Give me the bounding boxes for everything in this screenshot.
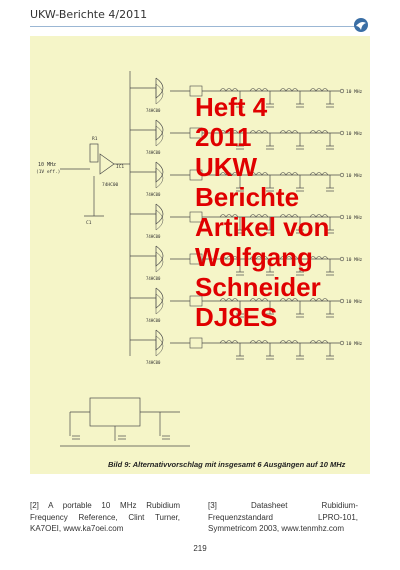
nand-gate [155, 203, 164, 225]
filter-inductor [309, 340, 329, 344]
filter-inductor [249, 340, 269, 344]
input-resistor [89, 143, 99, 163]
page-number: 219 [193, 544, 207, 553]
filter-inductor [249, 172, 269, 176]
output-label: 10 MHz [346, 257, 363, 263]
input-capacitor-label: C1 [86, 220, 92, 226]
filter-inductor [249, 130, 269, 134]
nand-gate-second [155, 293, 164, 315]
input-buffer-gate [99, 153, 115, 175]
nand-gate [155, 329, 164, 351]
filter-inductor [249, 88, 269, 92]
overlay-line: DJ8ES [195, 302, 278, 332]
filter-inductor [309, 298, 329, 302]
filter-inductor [279, 130, 299, 134]
output-terminal [339, 340, 345, 346]
nand-gate [155, 287, 164, 309]
overlay-line: Berichte [195, 182, 300, 212]
nand-gate [155, 161, 164, 183]
output-label: 10 MHz [346, 173, 363, 179]
filter-inductor [279, 298, 299, 302]
filter-inductor [219, 214, 239, 218]
overlay-line: UKW [195, 152, 258, 182]
filter-inductor [279, 214, 299, 218]
filter-inductor [219, 130, 239, 134]
output-terminal [339, 298, 345, 304]
output-terminal [339, 130, 345, 136]
header-divider [30, 26, 356, 27]
nand-gate-second [155, 125, 164, 147]
nand-gate [155, 245, 164, 267]
output-capacitor [189, 337, 203, 349]
overlay-line: Wolfgang [195, 242, 313, 272]
filter-inductor [279, 340, 299, 344]
output-terminal [339, 214, 345, 220]
gate-ic-label: 74HC00 [146, 276, 161, 281]
nand-gate [155, 77, 164, 99]
overlay-line: 2011 [195, 122, 252, 152]
output-label: 10 MHz [346, 215, 363, 221]
output-label: 10 MHz [346, 341, 363, 347]
nand-gate-second [155, 251, 164, 273]
filter-inductor [279, 172, 299, 176]
filter-inductor [279, 256, 299, 260]
filter-inductor [219, 340, 239, 344]
reference-2: [2] A portable 10 MHz Rubidium Frequency… [30, 501, 180, 533]
gate-ic-label: 74HC00 [146, 108, 161, 113]
watermark-overlay: Heft 4 2011 UKW Berichte Artikel von Wol… [195, 92, 360, 332]
filter-inductor [219, 256, 239, 260]
input-ic-label: IC1 [116, 164, 124, 170]
nand-gate-second [155, 83, 164, 105]
filter-inductor [309, 256, 329, 260]
globe-logo-icon [354, 18, 368, 32]
voltage-regulator [89, 397, 141, 427]
filter-inductor [309, 172, 329, 176]
filter-inductor [309, 88, 329, 92]
gate-ic-label: 74HC00 [146, 234, 161, 239]
figure-caption: Bild 9: Alternativvorschlag mit insgesam… [108, 460, 346, 469]
gate-ic-label: 74HC00 [146, 318, 161, 323]
overlay-line: Heft 4 [195, 92, 268, 122]
filter-inductor [309, 214, 329, 218]
filter-inductor [219, 88, 239, 92]
filter-inductor [249, 298, 269, 302]
nand-gate [155, 119, 164, 141]
nand-gate-second [155, 167, 164, 189]
filter-inductor [249, 214, 269, 218]
input-ic-type: 74HC00 [102, 182, 119, 188]
gate-ic-label: 74HC00 [146, 360, 161, 365]
filter-inductor [219, 172, 239, 176]
filter-inductor [249, 256, 269, 260]
reference-3: [3] Datasheet Rubidium-Frequenzstandard … [208, 501, 358, 533]
gate-ic-label: 74HC00 [146, 192, 161, 197]
filter-inductor [219, 298, 239, 302]
output-terminal [339, 256, 345, 262]
input-sub-label: (1V eff.) [36, 169, 60, 175]
input-label: 10 MHz [38, 162, 56, 168]
filter-inductor [279, 88, 299, 92]
output-terminal [339, 88, 345, 94]
gate-ic-label: 74HC00 [146, 150, 161, 155]
output-terminal [339, 172, 345, 178]
output-label: 10 MHz [346, 131, 363, 137]
overlay-line: Artikel von [195, 212, 330, 242]
overlay-line: Schneider [195, 272, 321, 302]
filter-inductor [309, 130, 329, 134]
output-label: 10 MHz [346, 299, 363, 305]
output-label: 10 MHz [346, 89, 363, 95]
nand-gate-second [155, 335, 164, 357]
input-resistor-label: R1 [92, 136, 98, 142]
running-header-title: UKW-Berichte 4/2011 [30, 8, 148, 21]
nand-gate-second [155, 209, 164, 231]
